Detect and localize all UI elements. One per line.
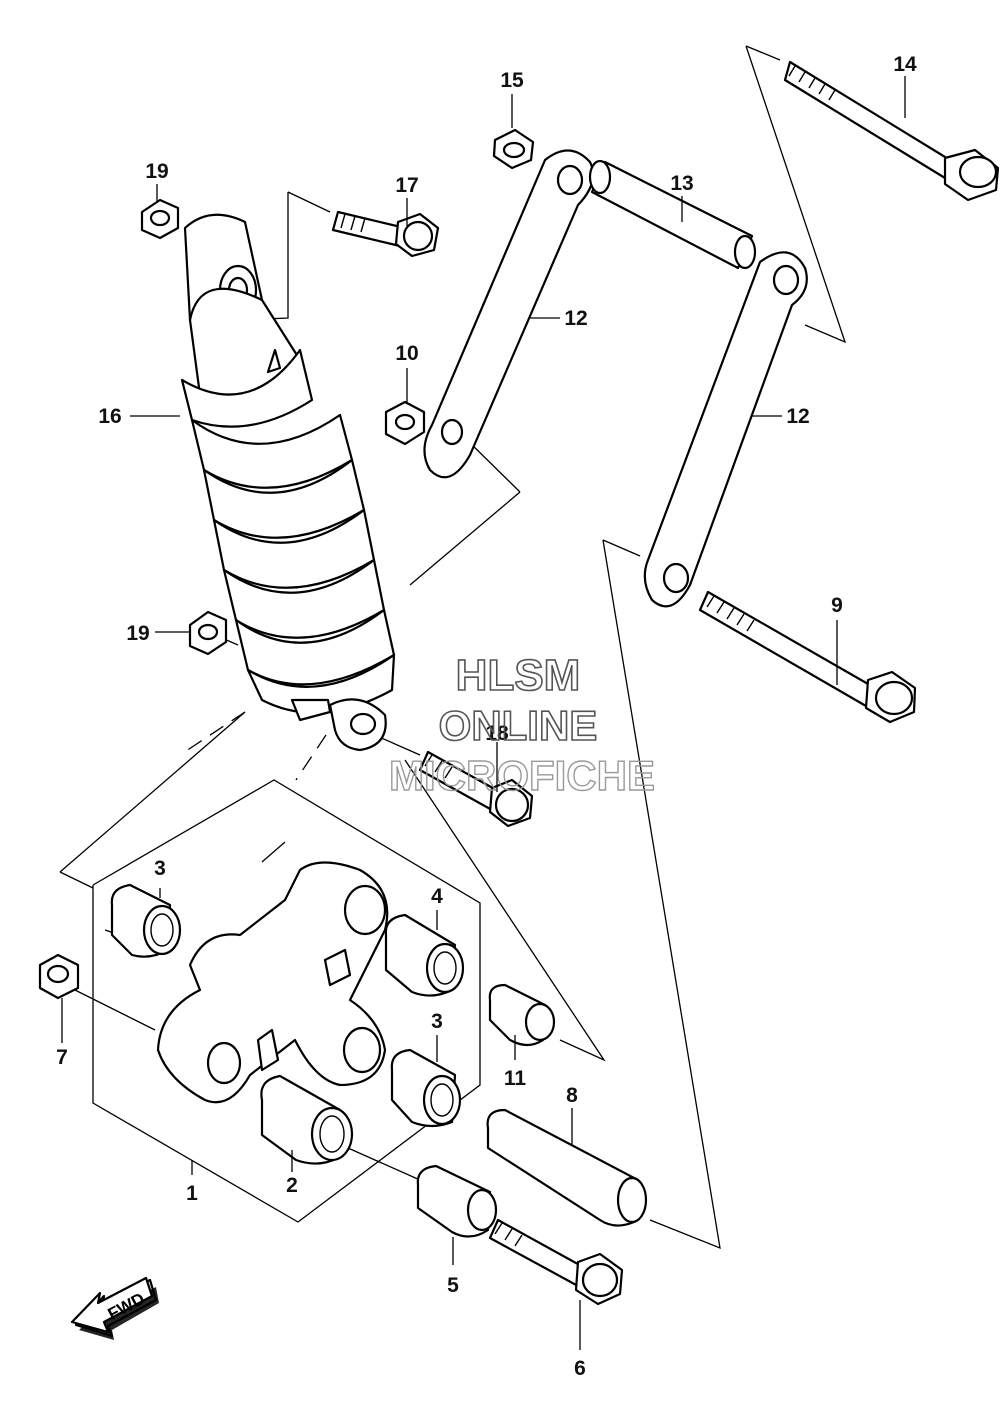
cushion-lever-1 (156, 861, 389, 1104)
callout-15: 15 (500, 69, 524, 92)
callout-labels: 1 2 3 4 3 5 6 7 8 9 10 11 12 12 13 14 15… (56, 53, 917, 1380)
callout-6: 6 (574, 1357, 586, 1380)
callout-18: 18 (485, 722, 509, 745)
spacer-8 (486, 1108, 648, 1227)
watermark-line-2: ONLINE (439, 702, 598, 749)
nut-19-top (140, 198, 180, 240)
leader-lines (61, 76, 906, 1350)
callout-8: 8 (566, 1084, 578, 1107)
nut-10 (384, 400, 426, 446)
callout-11: 11 (504, 1067, 527, 1090)
nut-7 (38, 953, 80, 1000)
shock-absorber-16 (180, 213, 396, 752)
callout-9: 9 (831, 594, 843, 617)
callout-16: 16 (98, 405, 121, 428)
callout-13: 13 (670, 172, 693, 195)
link-rod-12-rear (643, 251, 808, 608)
nut-19-lower (188, 610, 228, 656)
callout-7: 7 (56, 1046, 68, 1069)
bolt-6 (488, 1218, 624, 1306)
watermark: HLSM ONLINE MICROFICHE (388, 650, 655, 800)
watermark-line-3: MICROFICHE (389, 752, 655, 799)
callout-19-top: 19 (145, 160, 168, 183)
bearing-4 (384, 913, 465, 997)
bearing-2 (260, 1074, 354, 1165)
bolt-9 (698, 590, 917, 724)
bearing-3-right (390, 1048, 462, 1128)
bolt-18 (418, 750, 534, 828)
callout-3-top: 3 (154, 857, 166, 880)
spacer-5 (416, 1164, 498, 1238)
lever-assembly-outline (59, 711, 481, 1223)
spacer-11 (488, 983, 556, 1047)
callout-10: 10 (395, 342, 418, 365)
callout-1: 1 (186, 1182, 198, 1205)
nut-15 (492, 128, 535, 170)
spacer-13 (588, 159, 757, 270)
bearing-3-top (110, 883, 182, 958)
bolt-17 (331, 210, 440, 258)
bolt-14 (783, 60, 1000, 202)
callout-5: 5 (447, 1274, 459, 1297)
callout-4: 4 (431, 885, 443, 908)
callout-19-lower: 19 (126, 622, 149, 645)
callout-3-right: 3 (431, 1010, 443, 1033)
callout-2: 2 (286, 1174, 298, 1197)
callout-14: 14 (893, 53, 917, 76)
callout-17: 17 (395, 174, 418, 197)
callout-12-rear: 12 (786, 405, 809, 428)
callout-12-front: 12 (564, 307, 587, 330)
link-rod-12-front (423, 149, 595, 479)
watermark-line-1: HLSM (456, 651, 581, 700)
fwd-arrow-icon: FWD (70, 1276, 159, 1340)
